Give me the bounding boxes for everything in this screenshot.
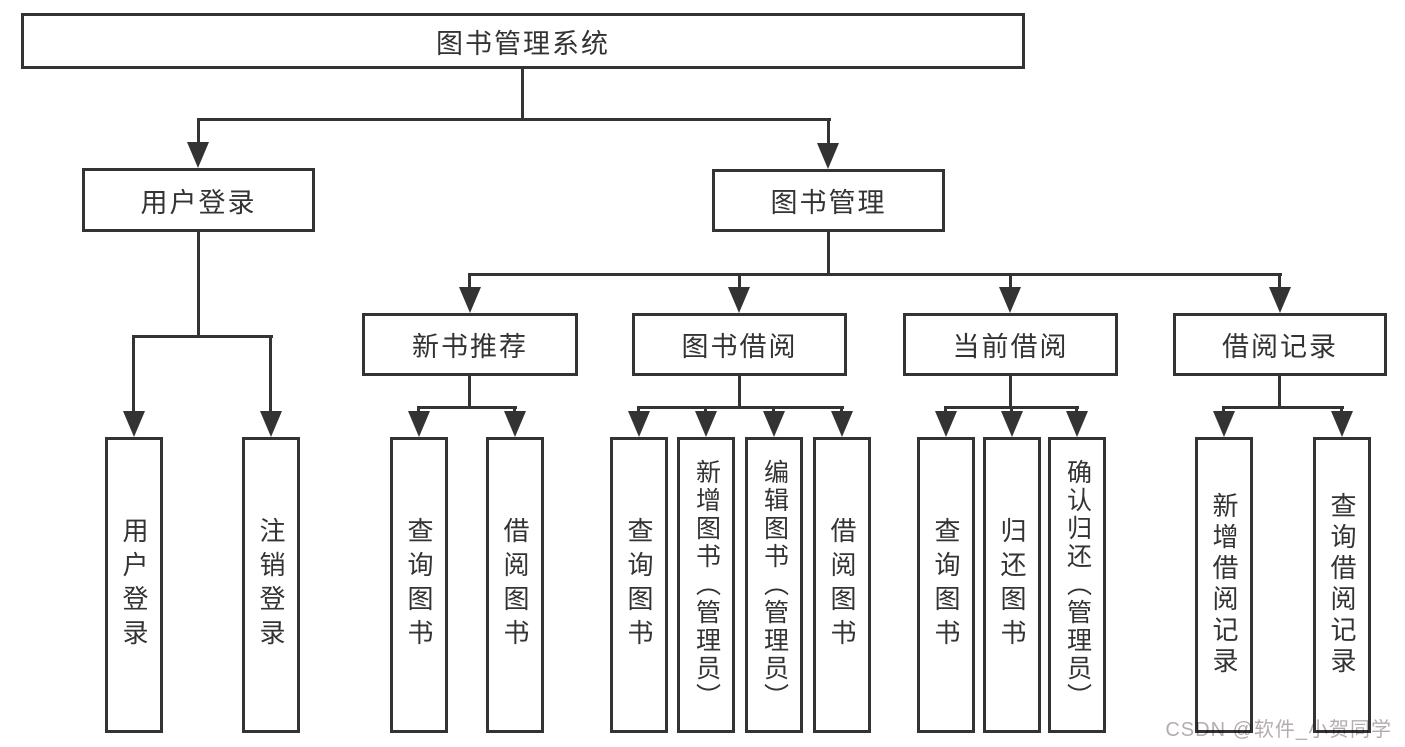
connector-new-book-hline <box>417 406 517 409</box>
arrow-down-icon <box>408 411 430 437</box>
connector-current-borrow-stem <box>1009 376 1012 408</box>
leaf-label: 用户登录 <box>119 517 149 653</box>
connector-drop-borrow-record <box>1278 273 1281 289</box>
leaf-label: 查询图书 <box>404 517 434 653</box>
arrow-down-icon <box>1001 411 1023 437</box>
connector-borrow-record-hline <box>1222 406 1344 409</box>
connector-drop-leaf <box>132 335 135 415</box>
connector-book-borrow-hline <box>637 406 844 409</box>
connector-drop-current-borrow <box>1009 273 1012 289</box>
leaf-label: 编辑图书（管理员） <box>760 459 789 711</box>
arrow-down-icon <box>695 411 717 437</box>
node-current-borrow: 当前借阅 <box>903 313 1118 376</box>
leaf-query-books-current: 查询图书 <box>917 437 975 733</box>
arrow-down-icon <box>459 287 481 313</box>
node-root-label: 图书管理系统 <box>436 28 610 59</box>
leaf-return-books: 归还图书 <box>983 437 1041 733</box>
leaf-query-books-borrow: 查询图书 <box>610 437 668 733</box>
leaf-label: 借阅图书 <box>827 517 857 653</box>
connector-root-stem <box>521 69 524 121</box>
arrow-down-icon <box>1066 411 1088 437</box>
leaf-query-borrow-record: 查询借阅记录 <box>1313 437 1371 733</box>
leaf-label: 确认归还（管理员） <box>1063 459 1092 711</box>
arrow-down-icon <box>1213 411 1235 437</box>
node-label: 用户登录 <box>140 187 257 218</box>
leaf-borrow-books: 借阅图书 <box>813 437 871 733</box>
arrow-down-icon <box>763 411 785 437</box>
leaf-label: 借阅图书 <box>500 517 530 653</box>
arrow-down-icon <box>831 411 853 437</box>
arrow-down-icon <box>999 287 1021 313</box>
connector-book-borrow-stem <box>738 376 741 408</box>
leaf-edit-books-admin: 编辑图书（管理员） <box>745 437 803 733</box>
node-label: 新书推荐 <box>412 332 528 362</box>
connector-user-login-hline <box>132 335 273 338</box>
node-book-borrow: 图书借阅 <box>632 313 847 376</box>
leaf-borrow-books-recommend: 借阅图书 <box>486 437 544 733</box>
leaf-confirm-return-admin: 确认归还（管理员） <box>1048 437 1106 733</box>
leaf-label: 新增图书（管理员） <box>692 459 721 711</box>
connector-user-login-stem <box>197 232 200 337</box>
leaf-label: 查询图书 <box>931 517 961 653</box>
leaf-label: 查询借阅记录 <box>1327 492 1357 678</box>
arrow-down-icon <box>935 411 957 437</box>
arrow-down-icon <box>628 411 650 437</box>
leaf-label: 注销登录 <box>256 517 286 653</box>
arrow-down-icon <box>187 142 209 168</box>
node-user-login: 用户登录 <box>82 168 315 232</box>
node-book-mgmt: 图书管理 <box>712 169 945 232</box>
arrow-down-icon <box>123 411 145 437</box>
connector-drop-leaf <box>269 335 272 415</box>
connector-new-book-stem <box>468 376 471 408</box>
node-label: 借阅记录 <box>1222 332 1338 362</box>
connector-level1-hline <box>197 118 831 121</box>
connector-level3-hline <box>468 273 1282 276</box>
node-label: 图书借阅 <box>681 332 798 362</box>
node-new-book: 新书推荐 <box>362 313 578 376</box>
arrow-down-icon <box>260 411 282 437</box>
csdn-watermark: CSDN @软件_小贺同学 <box>1165 719 1392 741</box>
connector-drop-book-mgmt <box>827 118 830 150</box>
leaf-label: 归还图书 <box>997 517 1027 653</box>
connector-drop-book-borrow <box>738 273 741 289</box>
leaf-label: 新增借阅记录 <box>1209 492 1239 678</box>
connector-book-mgmt-stem <box>827 232 830 275</box>
node-borrow-record: 借阅记录 <box>1173 313 1387 376</box>
leaf-user-login: 用户登录 <box>105 437 163 733</box>
connector-borrow-record-stem <box>1278 376 1281 408</box>
leaf-add-borrow-record: 新增借阅记录 <box>1195 437 1253 733</box>
connector-drop-user-login <box>197 118 200 150</box>
node-root: 图书管理系统 <box>21 13 1025 69</box>
arrow-down-icon <box>1331 411 1353 437</box>
arrow-down-icon <box>817 143 839 169</box>
connector-drop-new-book <box>468 273 471 289</box>
node-label: 当前借阅 <box>952 332 1069 362</box>
leaf-add-books-admin: 新增图书（管理员） <box>677 437 735 733</box>
node-label: 图书管理 <box>770 188 887 218</box>
leaf-logout: 注销登录 <box>242 437 300 733</box>
arrow-down-icon <box>1269 287 1291 313</box>
arrow-down-icon <box>728 287 750 313</box>
arrow-down-icon <box>504 411 526 437</box>
leaf-query-books-recommend: 查询图书 <box>390 437 448 733</box>
leaf-label: 查询图书 <box>624 517 654 653</box>
